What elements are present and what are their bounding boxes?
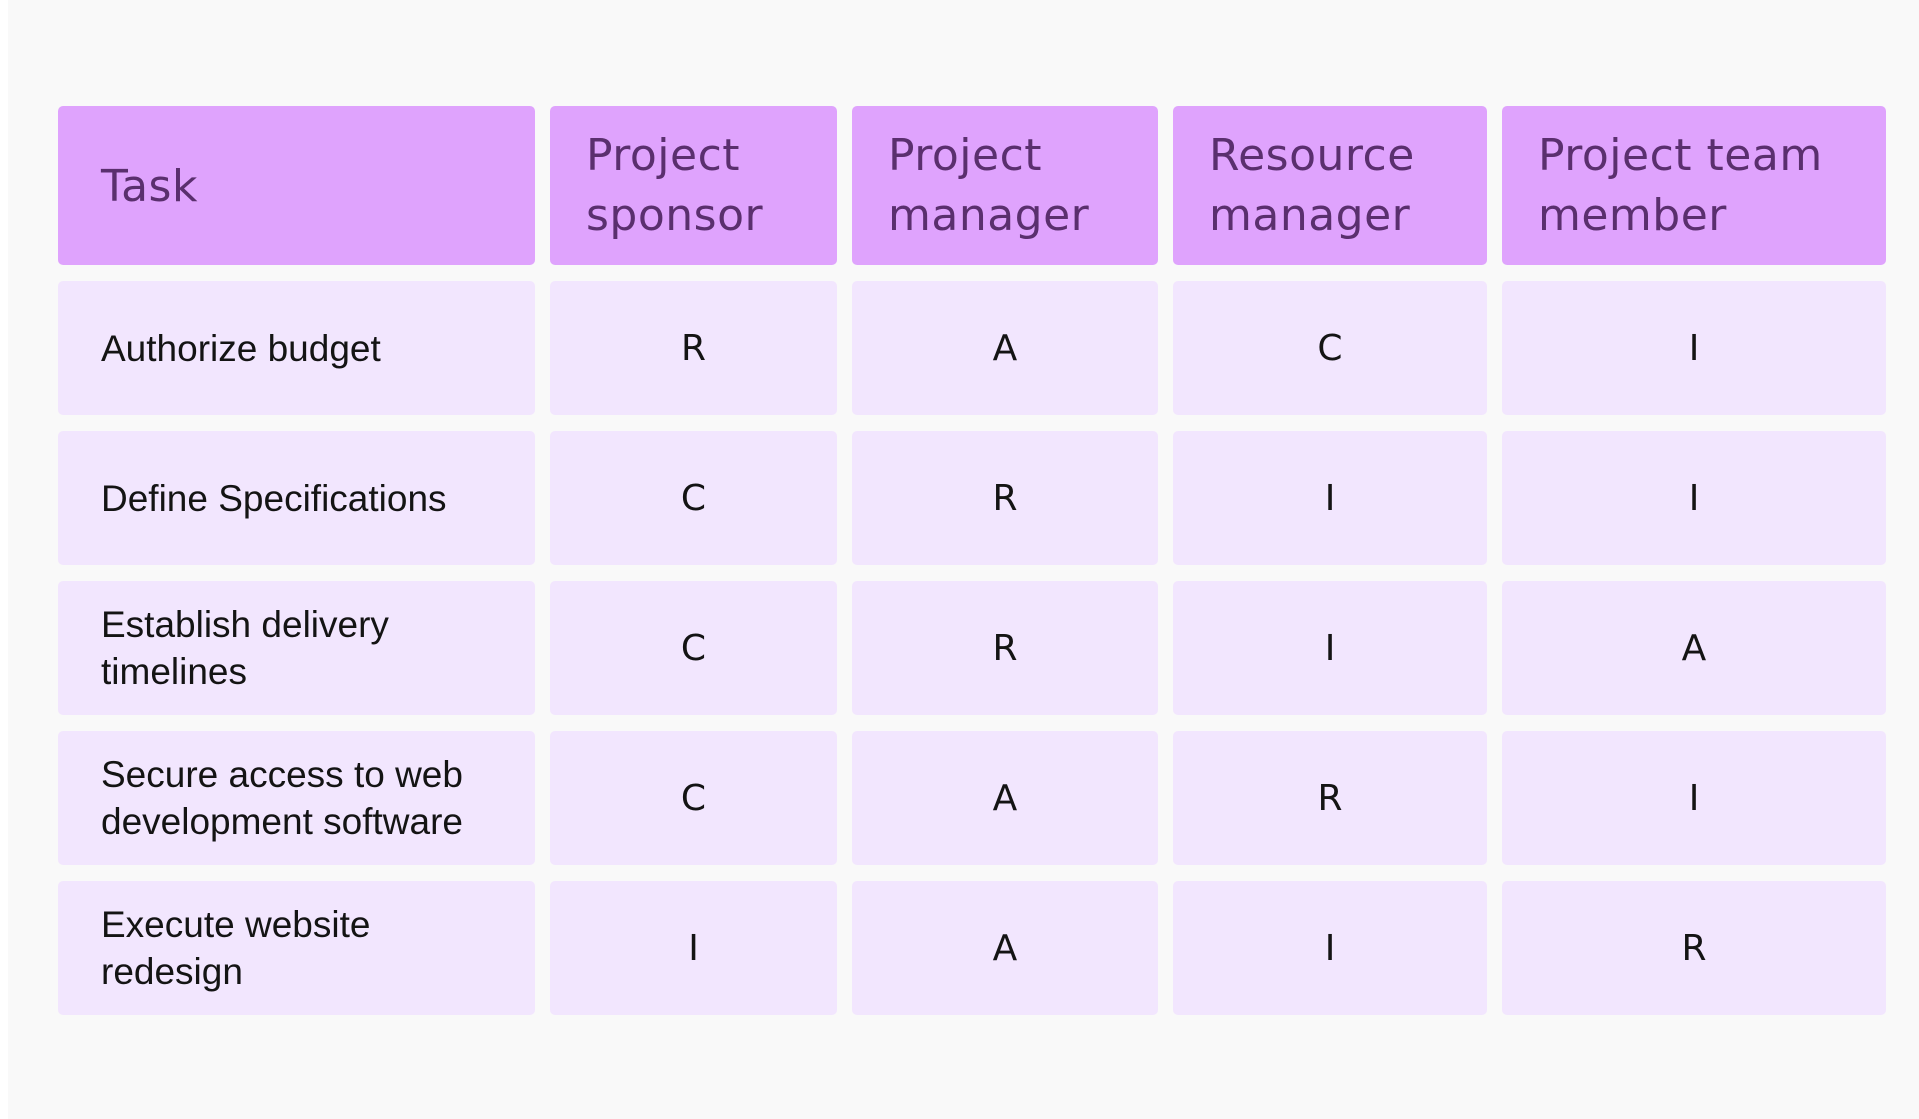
raci-cell-project-sponsor: I (550, 881, 837, 1015)
raci-cell-project-manager: A (852, 731, 1158, 865)
raci-value: C (680, 627, 707, 669)
header-task: Task (58, 106, 535, 265)
raci-value: R (1681, 927, 1707, 969)
raci-cell-project-sponsor: C (550, 731, 837, 865)
raci-cell-project-team-member: I (1502, 431, 1886, 565)
raci-cell-project-manager: R (852, 581, 1158, 715)
raci-cell-resource-manager: I (1173, 431, 1487, 565)
header-label: Task (101, 160, 198, 212)
raci-value: A (1681, 627, 1707, 669)
raci-value: R (680, 327, 706, 369)
raci-value: A (992, 327, 1018, 369)
raci-value: R (992, 627, 1018, 669)
raci-cell-project-manager: R (852, 431, 1158, 565)
raci-value: I (1324, 627, 1336, 669)
raci-cell-resource-manager: R (1173, 731, 1487, 865)
raci-cell-project-sponsor: C (550, 581, 837, 715)
header-project-team-member: Project team member (1502, 106, 1886, 265)
raci-cell-project-sponsor: R (550, 281, 837, 415)
task-cell: Execute website redesign (58, 881, 535, 1015)
raci-cell-project-sponsor: C (550, 431, 837, 565)
task-label: Define Specifications (101, 477, 447, 519)
header-label: Project sponsor (586, 129, 764, 241)
header-label: Resource manager (1209, 129, 1415, 241)
raci-value: C (1317, 327, 1343, 369)
raci-cell-resource-manager: I (1173, 581, 1487, 715)
raci-cell-project-team-member: I (1502, 731, 1886, 865)
header-label: Project team member (1538, 129, 1823, 241)
header-project-manager: Project manager (852, 106, 1158, 265)
task-label: Establish delivery timelines (101, 604, 389, 692)
task-label: Secure access to web development softwar… (101, 754, 463, 842)
raci-cell-resource-manager: C (1173, 281, 1487, 415)
raci-value: I (1688, 477, 1700, 519)
task-cell: Secure access to web development softwar… (58, 731, 535, 865)
task-label: Execute website redesign (101, 904, 371, 992)
raci-cell-project-manager: A (852, 881, 1158, 1015)
raci-value: C (680, 777, 707, 819)
task-cell: Establish delivery timelines (58, 581, 535, 715)
raci-value: R (992, 477, 1018, 519)
task-label: Authorize budget (101, 327, 381, 369)
raci-value: I (1688, 777, 1700, 819)
raci-value: C (680, 477, 707, 519)
raci-value: I (688, 927, 699, 969)
raci-cell-project-team-member: A (1502, 581, 1886, 715)
task-cell: Define Specifications (58, 431, 535, 565)
raci-value: R (1317, 777, 1343, 819)
raci-value: A (992, 927, 1018, 969)
page-canvas: Task Project sponsor Project manager Res… (8, 0, 1919, 1119)
task-cell: Authorize budget (58, 281, 535, 415)
raci-value: A (992, 777, 1018, 819)
raci-cell-project-team-member: I (1502, 281, 1886, 415)
raci-matrix-table: Task Project sponsor Project manager Res… (58, 106, 1886, 1015)
raci-value: I (1324, 477, 1336, 519)
raci-cell-project-team-member: R (1502, 881, 1886, 1015)
raci-value: I (1324, 927, 1336, 969)
raci-cell-project-manager: A (852, 281, 1158, 415)
raci-cell-resource-manager: I (1173, 881, 1487, 1015)
header-label: Project manager (888, 129, 1090, 241)
raci-value: I (1688, 327, 1700, 369)
header-resource-manager: Resource manager (1173, 106, 1487, 265)
header-project-sponsor: Project sponsor (550, 106, 837, 265)
